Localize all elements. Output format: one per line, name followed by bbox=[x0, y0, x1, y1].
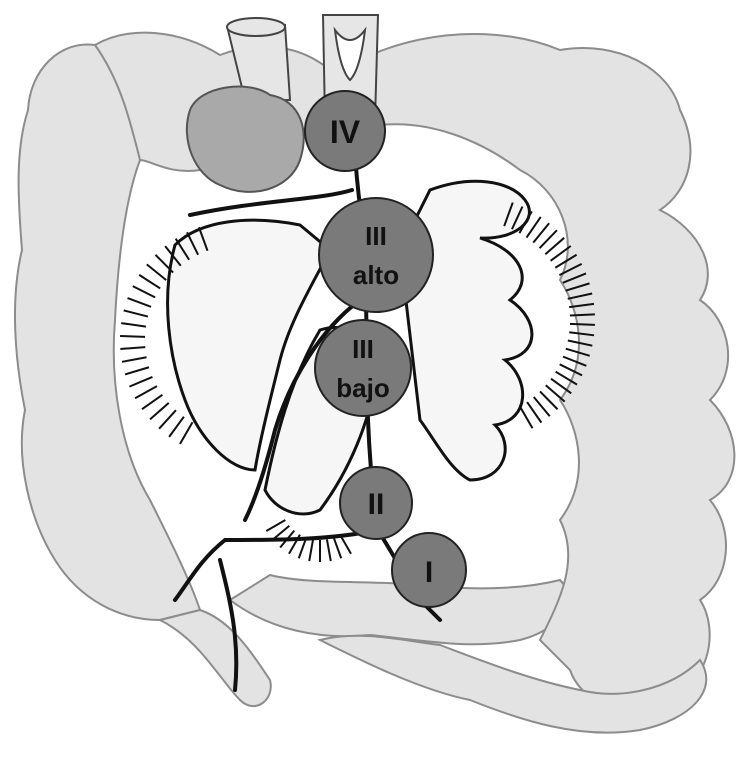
vasa-recta-line bbox=[125, 367, 149, 374]
vasa-recta-line bbox=[147, 264, 166, 280]
zone-iii-alto-label-line1: III bbox=[365, 221, 387, 251]
vasa-recta-line bbox=[121, 323, 146, 327]
vasa-recta-line bbox=[180, 422, 193, 444]
vasa-recta-line bbox=[135, 386, 157, 398]
vasa-recta-line bbox=[142, 395, 162, 409]
vasa-recta-line bbox=[122, 357, 147, 362]
vasa-recta-line bbox=[129, 377, 152, 387]
vasa-recta-line bbox=[334, 538, 342, 559]
zone-iii-alto-circle bbox=[319, 198, 433, 312]
vasa-recta-line bbox=[309, 539, 313, 561]
vasa-recta-line bbox=[120, 336, 145, 337]
zone-i-label: I bbox=[425, 556, 433, 589]
vasa-recta-line bbox=[120, 347, 145, 349]
vasa-recta-line bbox=[139, 275, 160, 289]
zone-iii-alto-label-line2: alto bbox=[353, 260, 399, 290]
zone-iii-bajo-label-line2: bajo bbox=[336, 373, 389, 403]
vasa-recta-line bbox=[266, 520, 285, 531]
vasa-recta-line bbox=[159, 410, 176, 428]
vasa-recta-line bbox=[570, 314, 595, 315]
tumor-mass bbox=[187, 87, 304, 192]
vasa-recta-line bbox=[327, 539, 331, 561]
vasa-recta-line bbox=[133, 286, 155, 297]
vasa-recta-line bbox=[150, 403, 169, 420]
vasa-recta-line bbox=[527, 402, 541, 423]
vasa-recta-line bbox=[128, 298, 151, 307]
zone-ii-label: II bbox=[368, 488, 385, 521]
middle-colic-artery bbox=[190, 190, 352, 215]
vasa-recta-line bbox=[340, 535, 351, 554]
vasa-recta-line bbox=[124, 310, 148, 316]
vasa-recta-line bbox=[570, 324, 595, 325]
cecum bbox=[160, 610, 271, 706]
vasa-recta-line bbox=[169, 417, 184, 437]
zone-iii-bajo-label-line1: III bbox=[352, 334, 374, 364]
aorta-opening bbox=[227, 18, 285, 36]
vasa-recta-line bbox=[520, 407, 533, 429]
zone-iv-label: IV bbox=[330, 114, 361, 150]
